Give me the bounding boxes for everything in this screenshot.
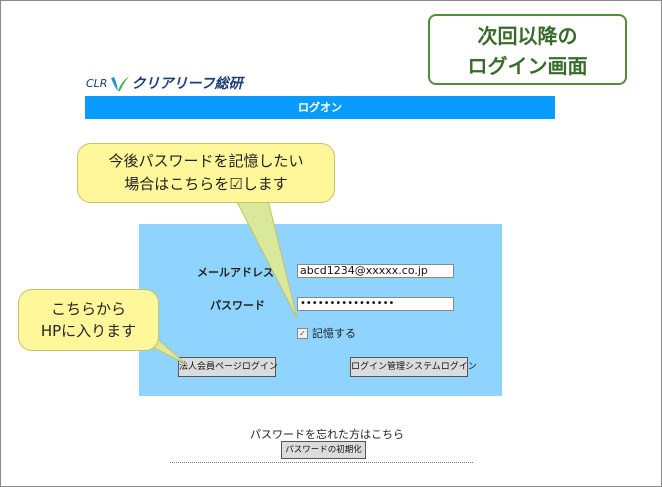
remember-tip-line1: 今後パスワードを記憶したい — [108, 152, 304, 170]
admin-login-button[interactable]: ログイン管理システムログイン — [350, 357, 477, 377]
email-field[interactable]: abcd1234@xxxxx.co.jp — [297, 264, 454, 278]
slide-title-line1: 次回以降の — [477, 24, 578, 48]
slide-title-line2: ログイン画面 — [467, 54, 588, 78]
remember-tip-line2: 場合はこちらを☑します — [124, 175, 288, 193]
slide-title-box: 次回以降の ログイン画面 — [428, 14, 627, 85]
password-field[interactable]: •••••••••••••••• — [297, 297, 454, 311]
logon-header: ログオン — [85, 96, 555, 119]
forgot-password-text: パスワードを忘れた方はこちら — [250, 428, 404, 441]
leaf-icon — [111, 76, 130, 91]
password-label: パスワード — [210, 299, 265, 312]
corporate-login-button[interactable]: 法人会員ページログイン — [178, 357, 278, 377]
logo-name: クリアリーフ総研 — [131, 76, 243, 92]
remember-checkbox-row[interactable]: ✓ 記憶する — [297, 325, 356, 341]
dotted-divider — [170, 462, 473, 463]
enter-tip-line1: こちらから — [50, 300, 126, 318]
email-label: メールアドレス — [197, 266, 274, 279]
enter-tip-callout: こちらから HPに入ります — [18, 289, 159, 351]
remember-checkbox[interactable]: ✓ — [297, 327, 308, 339]
company-logo: CLR クリアリーフ総研 — [86, 72, 243, 94]
reset-password-button[interactable]: パスワードの初期化 — [281, 441, 366, 459]
logo-prefix: CLR — [86, 76, 108, 90]
remember-tip-callout: 今後パスワードを記憶したい 場合はこちらを☑します — [77, 143, 335, 203]
remember-label: 記憶する — [312, 327, 356, 340]
enter-tip-line2: HPに入ります — [40, 322, 137, 340]
